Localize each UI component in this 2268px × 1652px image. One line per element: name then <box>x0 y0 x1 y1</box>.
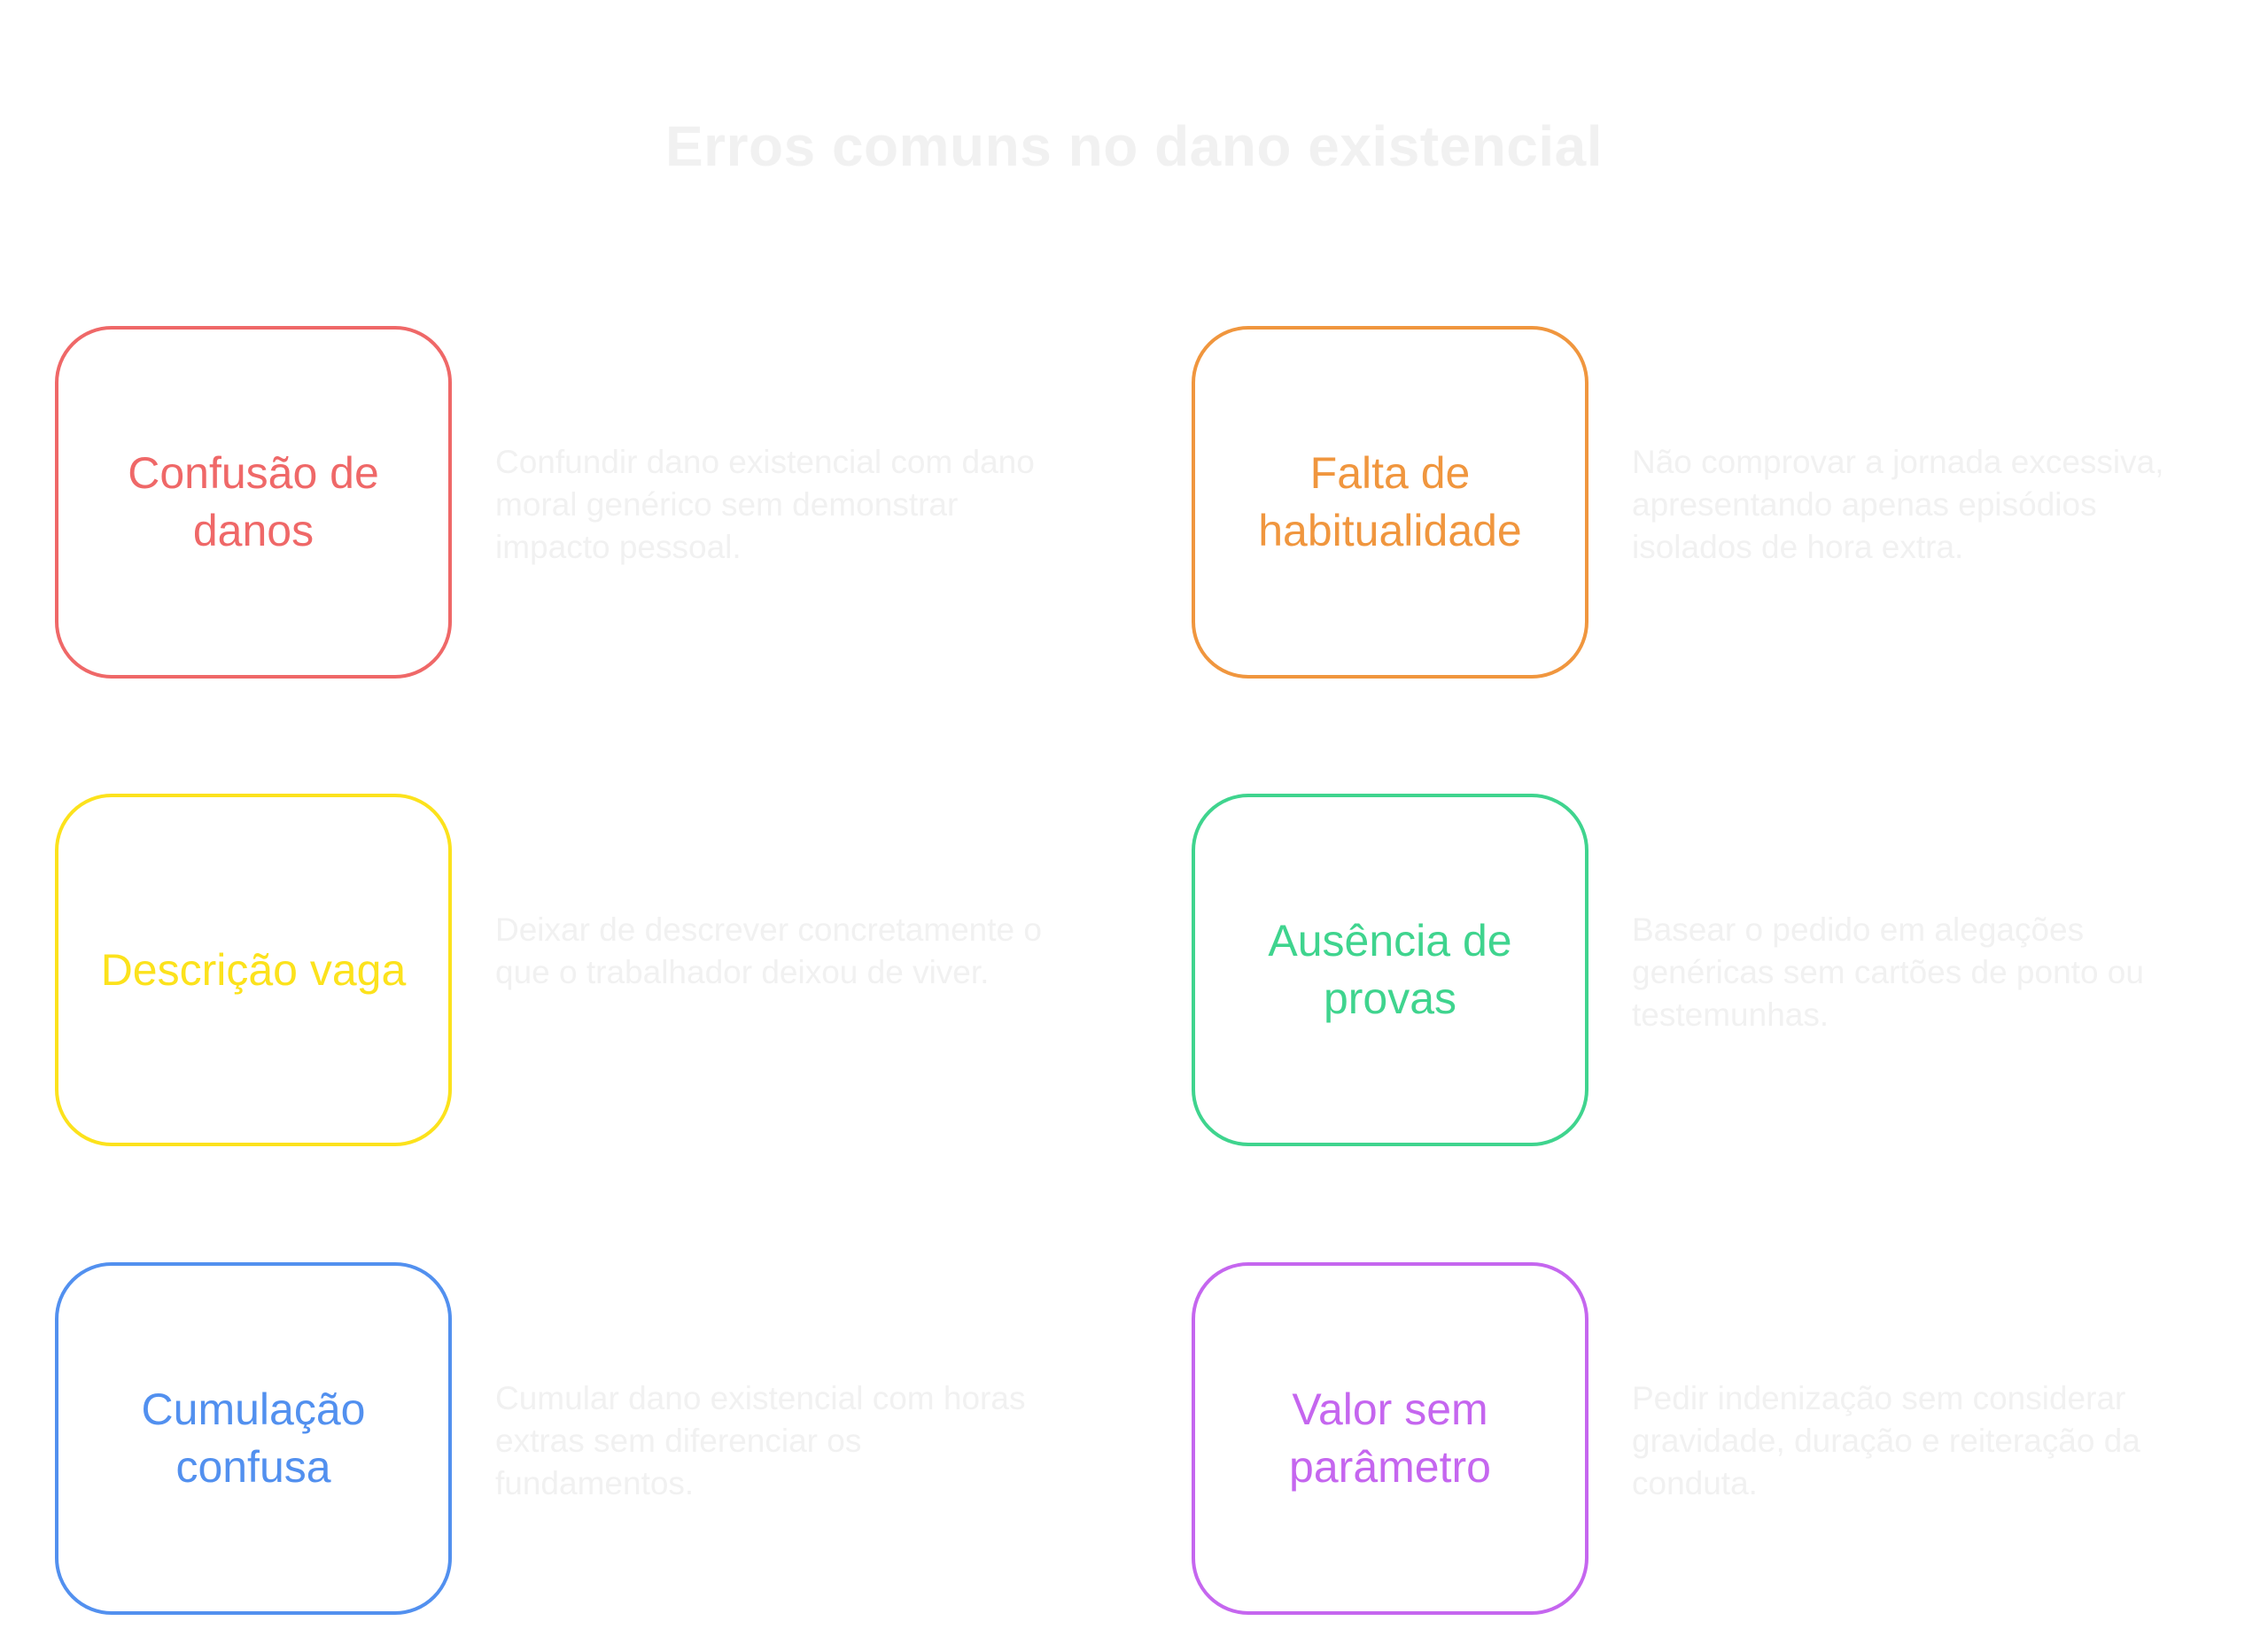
error-card-ausencia-de-provas: Ausência de provas <box>1192 794 1588 1146</box>
error-label: Ausência de provas <box>1268 916 1512 1023</box>
error-label: Descrição vaga <box>100 944 407 995</box>
error-description: Não comprovar a jornada excessiva, apres… <box>1632 444 2164 565</box>
error-item-confusao-de-danos: Confusão de danos Confundir dano existen… <box>55 326 1153 684</box>
error-description: Confundir dano existencial com dano mora… <box>495 444 1035 565</box>
error-item-valor-sem-parametro: Valor sem parâmetro Pedir indenização se… <box>1192 1262 2268 1620</box>
error-item-descricao-vaga: Descrição vaga Deixar de descrever concr… <box>55 794 1153 1152</box>
diagram-title: Erros comuns no dano existencial <box>664 114 1604 178</box>
error-description: Basear o pedido em alegações genéricas s… <box>1632 911 2144 1033</box>
error-description: Deixar de descrever concretamente o que … <box>495 911 1042 990</box>
error-description: Pedir indenização sem considerar gravida… <box>1632 1380 2140 1501</box>
error-label: Valor sem parâmetro <box>1289 1384 1491 1492</box>
error-item-falta-de-habitualidade: Falta de habitualidade Não comprovar a j… <box>1192 326 2268 684</box>
error-card-confusao-de-danos: Confusão de danos <box>55 326 452 679</box>
error-card-cumulacao-confusa: Cumulação confusa <box>55 1262 452 1615</box>
error-item-ausencia-de-provas: Ausência de provas Basear o pedido em al… <box>1192 794 2268 1152</box>
error-label: Confusão de danos <box>128 448 379 555</box>
error-description: Cumular dano existencial com horas extra… <box>495 1380 1026 1501</box>
error-card-descricao-vaga: Descrição vaga <box>55 794 452 1146</box>
error-card-falta-de-habitualidade: Falta de habitualidade <box>1192 326 1588 679</box>
error-label: Cumulação confusa <box>141 1384 366 1492</box>
error-label: Falta de habitualidade <box>1258 448 1522 555</box>
error-item-cumulacao-confusa: Cumulação confusa Cumular dano existenci… <box>55 1262 1153 1620</box>
error-card-valor-sem-parametro: Valor sem parâmetro <box>1192 1262 1588 1615</box>
